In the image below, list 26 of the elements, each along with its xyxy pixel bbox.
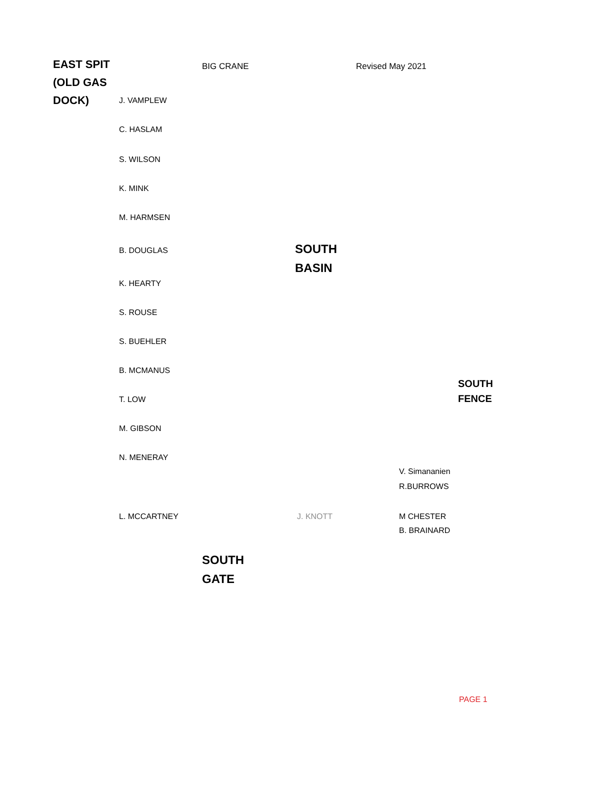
person-name: T. LOW	[119, 394, 146, 406]
person-name: K. HEARTY	[119, 278, 162, 290]
person-name: C. HASLAM	[119, 124, 162, 136]
page-number: PAGE 1	[459, 694, 488, 706]
revision-note: Revised May 2021	[356, 60, 426, 72]
person-name: V. Simananien	[399, 466, 450, 478]
location-heading: SOUTH BASIN	[295, 241, 338, 277]
person-name: S. ROUSE	[119, 307, 158, 319]
person-name: N. MENERAY	[119, 452, 168, 464]
location-heading: EAST SPIT (OLD GAS DOCK)	[53, 58, 111, 109]
location-heading: SOUTH FENCE	[458, 378, 494, 407]
person-name: R.BURROWS	[399, 481, 449, 493]
person-name: M. HARMSEN	[119, 212, 170, 224]
person-name: B. DOUGLAS	[119, 245, 168, 257]
person-name: B. BRAINARD	[399, 525, 450, 537]
person-name: J. KNOTT	[297, 511, 333, 523]
person-name: J. VAMPLEW	[119, 95, 167, 107]
person-name: S. BUEHLER	[119, 336, 167, 348]
person-name: M. GIBSON	[119, 423, 162, 435]
person-name: M CHESTER	[399, 511, 446, 523]
person-name: K. MINK	[119, 183, 149, 195]
location-heading: SOUTH GATE	[202, 552, 245, 588]
person-name: L. MCCARTNEY	[119, 511, 178, 523]
location-label: BIG CRANE	[202, 60, 249, 72]
person-name: B. MCMANUS	[119, 365, 170, 377]
person-name: S. WILSON	[119, 154, 160, 166]
